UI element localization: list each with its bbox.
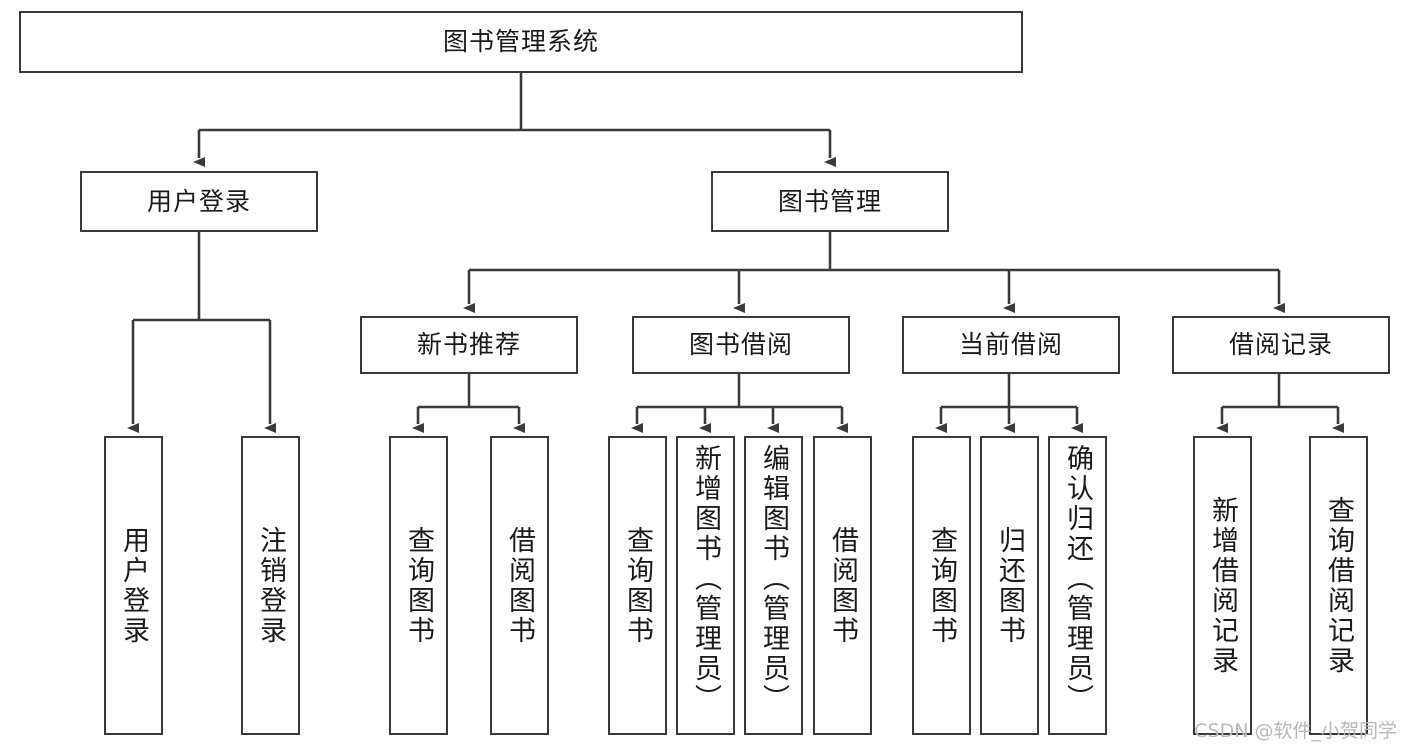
leaf-book-borrow-add-label: 新增图书（管理员） [690, 444, 721, 714]
leaf-borrow-record-add-label: 新增借阅记录 [1207, 495, 1238, 676]
watermark: CSDN @软件_小贺同学 [1194, 720, 1397, 742]
leaf-book-borrow-edit-label: 编辑图书（管理员） [758, 444, 789, 714]
leaf-current-borrow-query[interactable]: 查询图书 [912, 436, 971, 735]
leaf-new-book-query-label: 查询图书 [403, 525, 434, 646]
node-new-book-recommend[interactable]: 新书推荐 [360, 316, 578, 374]
leaf-book-borrow-query-label: 查询图书 [622, 525, 653, 646]
leaf-book-borrow-borrow[interactable]: 借阅图书 [813, 436, 872, 735]
node-current-borrow[interactable]: 当前借阅 [902, 316, 1120, 374]
node-borrow-record[interactable]: 借阅记录 [1172, 316, 1390, 374]
leaf-borrow-record-query-label: 查询借阅记录 [1323, 495, 1354, 676]
node-book-manage-label: 图书管理 [777, 186, 882, 216]
leaf-book-borrow-query[interactable]: 查询图书 [608, 436, 667, 735]
leaf-book-borrow-edit[interactable]: 编辑图书（管理员） [744, 436, 803, 735]
leaf-current-borrow-confirm[interactable]: 确认归还（管理员） [1048, 436, 1107, 735]
leaf-book-borrow-borrow-label: 借阅图书 [827, 525, 858, 646]
leaf-current-borrow-confirm-label: 确认归还（管理员） [1062, 444, 1093, 714]
node-user-login-label: 用户登录 [146, 186, 251, 216]
node-root[interactable]: 图书管理系统 [19, 11, 1023, 73]
leaf-user-login-logout[interactable]: 注销登录 [241, 436, 300, 735]
node-new-book-recommend-label: 新书推荐 [416, 330, 521, 360]
leaf-borrow-record-query[interactable]: 查询借阅记录 [1309, 436, 1368, 735]
leaf-new-book-query[interactable]: 查询图书 [389, 436, 448, 735]
leaf-borrow-record-add[interactable]: 新增借阅记录 [1193, 436, 1252, 735]
node-borrow-record-label: 借阅记录 [1228, 330, 1333, 360]
leaf-new-book-borrow[interactable]: 借阅图书 [490, 436, 549, 735]
leaf-user-login-login-label: 用户登录 [118, 525, 149, 646]
leaf-current-borrow-return-label: 归还图书 [994, 525, 1025, 646]
node-book-borrow-label: 图书借阅 [688, 330, 793, 360]
leaf-new-book-borrow-label: 借阅图书 [504, 525, 535, 646]
node-user-login[interactable]: 用户登录 [80, 171, 318, 232]
node-book-borrow[interactable]: 图书借阅 [632, 316, 850, 374]
node-root-label: 图书管理系统 [442, 27, 599, 57]
node-book-manage[interactable]: 图书管理 [711, 171, 949, 232]
node-current-borrow-label: 当前借阅 [958, 330, 1063, 360]
leaf-user-login-login[interactable]: 用户登录 [104, 436, 163, 735]
leaf-user-login-logout-label: 注销登录 [255, 525, 286, 646]
leaf-current-borrow-return[interactable]: 归还图书 [980, 436, 1039, 735]
leaf-book-borrow-add[interactable]: 新增图书（管理员） [676, 436, 735, 735]
leaf-current-borrow-query-label: 查询图书 [926, 525, 957, 646]
